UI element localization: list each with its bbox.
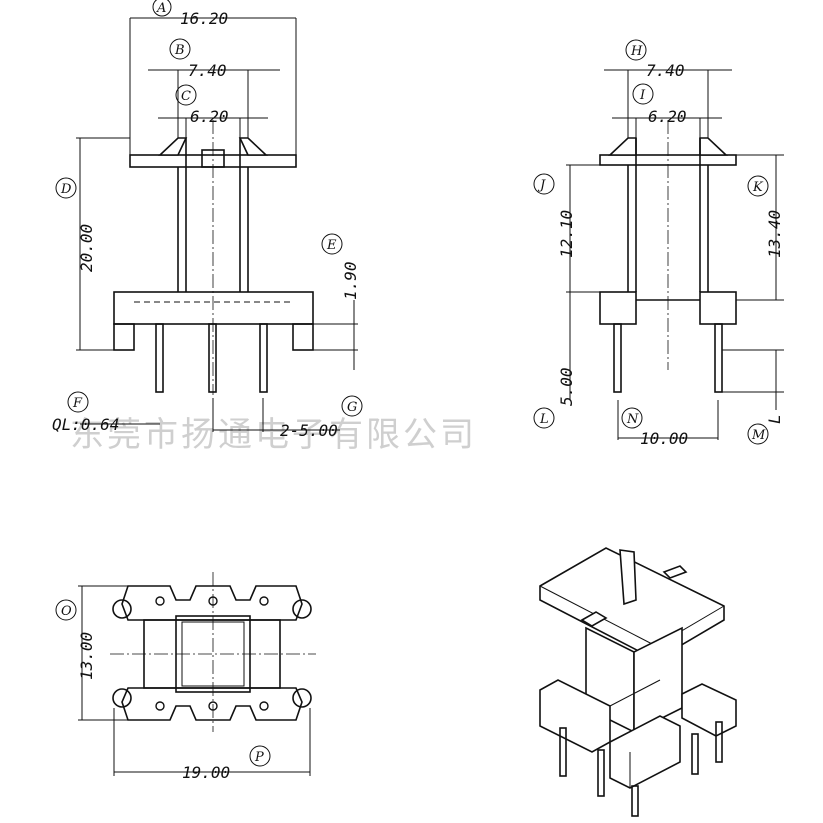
svg-text:E: E — [326, 238, 337, 253]
label-K: K — [747, 175, 769, 197]
watermark-text: 东莞市扬通电子有限公司 — [70, 415, 477, 455]
svg-text:L: L — [539, 412, 549, 427]
svg-text:B: B — [174, 43, 185, 58]
label-P: P — [249, 745, 271, 767]
svg-text:G: G — [347, 400, 357, 415]
dim-I: 6.20 — [648, 107, 687, 126]
dim-G: 2-5.00 — [280, 421, 338, 440]
label-H: H — [625, 39, 647, 61]
label-A: A — [152, 0, 172, 17]
front-pin-2 — [208, 323, 217, 393]
dim-E: 1.90 — [341, 261, 360, 300]
isometric-view — [539, 547, 737, 817]
svg-text:M: M — [751, 428, 766, 443]
dim-B: 7.40 — [188, 61, 227, 80]
iso-top-tab-left — [580, 611, 608, 627]
svg-text:J: J — [537, 178, 546, 193]
svg-text:A: A — [156, 1, 166, 16]
label-L: L — [533, 407, 555, 429]
side-pin-right — [714, 323, 723, 393]
iso-pin-1 — [559, 727, 567, 777]
front-pin-1 — [155, 323, 164, 393]
dim-N: 10.00 — [640, 429, 688, 448]
svg-text:N: N — [626, 412, 639, 427]
dim-C: 6.20 — [190, 107, 229, 126]
dim-L: 5.00 — [557, 367, 576, 406]
side-base-right — [699, 291, 737, 325]
svg-text:C: C — [181, 89, 191, 104]
dim-P: 19.00 — [182, 763, 230, 782]
iso-base-right — [681, 683, 737, 737]
side-top-tab-right — [699, 137, 729, 156]
front-view: 16.20 7.40 6.20 20.00 1.90 QL:0.64 2-5.0… — [52, 0, 363, 440]
dim-L-letter: L — [765, 414, 784, 424]
dim-H: 7.40 — [646, 61, 685, 80]
label-G: G — [341, 395, 363, 417]
front-top-tab-right — [238, 137, 269, 156]
label-M: M — [747, 423, 769, 445]
side-base-left — [599, 291, 637, 325]
svg-text:O: O — [61, 604, 72, 619]
side-pin-left — [613, 323, 622, 393]
bottom-view: 13.00 19.00 O P — [55, 572, 316, 782]
dim-A: 16.20 — [180, 9, 228, 28]
dim-K: 13.40 — [765, 210, 784, 258]
svg-text:K: K — [752, 180, 764, 195]
svg-text:F: F — [72, 396, 83, 411]
label-C: C — [175, 84, 197, 106]
label-F: F — [67, 391, 89, 413]
dim-D: 20.00 — [77, 224, 96, 272]
iso-top-rib — [619, 549, 637, 606]
side-top-tab-left — [607, 137, 637, 156]
label-E: E — [321, 233, 343, 255]
svg-text:I: I — [639, 88, 646, 103]
dim-J: 12.10 — [557, 210, 576, 258]
front-top-tab-left — [157, 137, 188, 156]
svg-text:H: H — [630, 44, 643, 59]
front-base — [113, 291, 314, 325]
label-O: O — [55, 599, 77, 621]
label-N: N — [621, 407, 643, 429]
front-pin-3 — [259, 323, 268, 393]
svg-text:D: D — [60, 182, 72, 197]
label-D: D — [55, 177, 77, 199]
svg-text:P: P — [254, 750, 264, 765]
dim-F: QL:0.64 — [52, 415, 119, 434]
side-view: 7.40 6.20 12.10 13.40 5.00 10.00 L H I J… — [533, 39, 784, 448]
label-I: I — [632, 83, 654, 105]
label-B: B — [169, 38, 191, 60]
label-J: J — [533, 173, 555, 195]
dim-O: 13.00 — [77, 632, 96, 680]
